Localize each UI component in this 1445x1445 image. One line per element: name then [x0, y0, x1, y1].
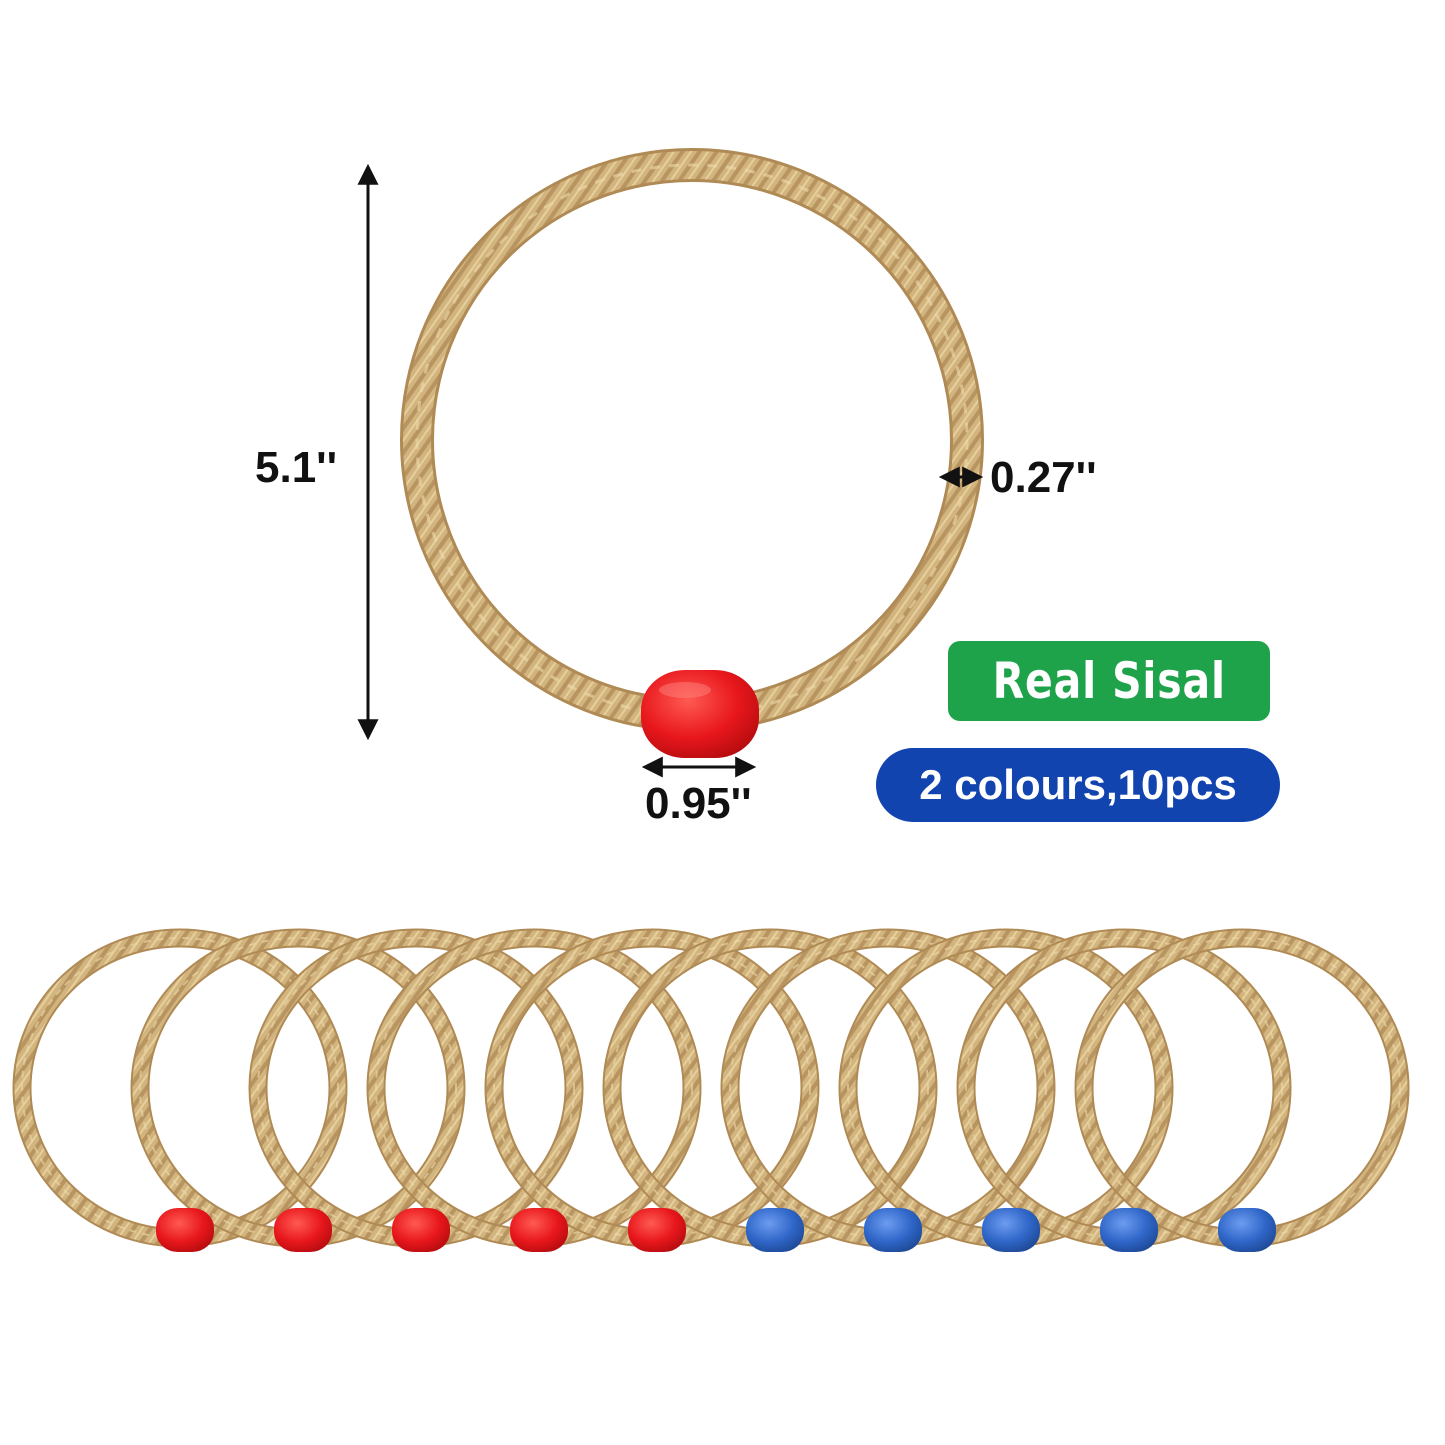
blue-bead-7	[864, 1208, 922, 1252]
blue-bead-9	[1100, 1208, 1158, 1252]
ring-row	[12, 928, 1410, 1252]
red-bead-4	[510, 1208, 568, 1252]
blue-bead-8	[982, 1208, 1040, 1252]
blue-bead-10	[1218, 1208, 1276, 1252]
blue-bead-6	[746, 1208, 804, 1252]
main-red-bead	[641, 670, 759, 758]
quantity-label: 2 colours,10pcs	[919, 761, 1237, 808]
bead-width-dimension-label: 0.95''	[645, 779, 752, 828]
thickness-dimension-label: 0.27''	[990, 453, 1097, 502]
red-bead-1	[156, 1208, 214, 1252]
red-bead-5	[628, 1208, 686, 1252]
main-rope-ring	[400, 148, 984, 732]
height-dimension-label: 5.1''	[255, 443, 337, 492]
real-sisal-label: Real Sisal	[992, 652, 1226, 710]
red-bead-2	[274, 1208, 332, 1252]
red-bead-3	[392, 1208, 450, 1252]
quantity-badge: 2 colours,10pcs	[876, 748, 1280, 822]
real-sisal-badge: Real Sisal	[948, 641, 1270, 721]
